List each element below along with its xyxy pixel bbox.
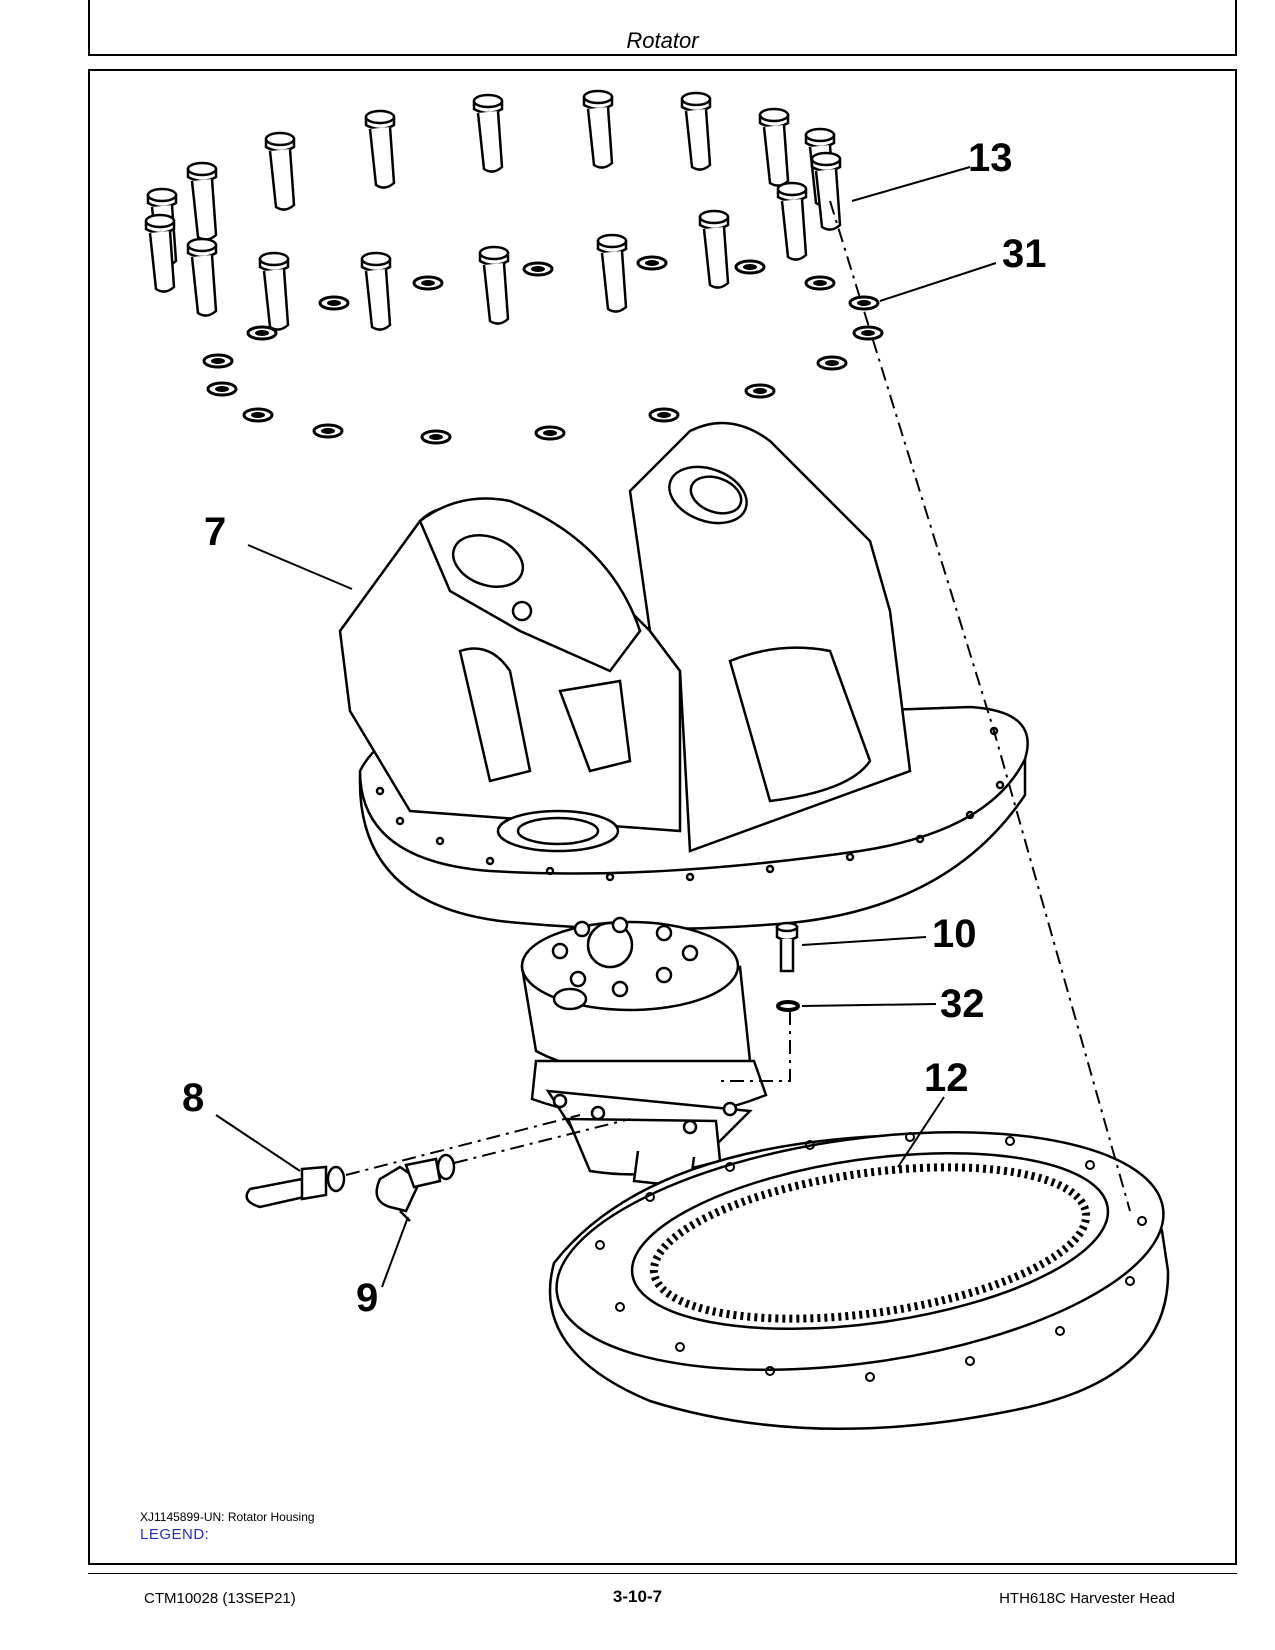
callout-31: 31: [1002, 232, 1047, 276]
footer-product: HTH618C Harvester Head: [999, 1590, 1175, 1607]
callout-labels: 13 31 7 10 32 12 8 9: [182, 136, 1047, 1320]
fitting-8: [245, 1165, 346, 1209]
ring-gear: [548, 1130, 1170, 1431]
rotator-housing: [338, 421, 1029, 931]
bolt-set-13: [144, 89, 842, 331]
callout-13: 13: [968, 136, 1013, 180]
rotator-housing-exploded-view: 13 31 7 10 32 12 8 9: [144, 89, 1170, 1431]
page-header: Rotator: [88, 0, 1237, 56]
figure-caption: XJ1145899-UN: Rotator Housing: [140, 1510, 315, 1524]
callout-9: 9: [356, 1276, 378, 1320]
alignment-lines: [345, 200, 1131, 1212]
legend-label: LEGEND:: [140, 1526, 210, 1543]
footer-divider: [88, 1573, 1237, 1574]
figure-frame: 13 31 7 10 32 12 8 9: [88, 69, 1237, 1565]
fitting-9: [375, 1153, 456, 1222]
callout-7: 7: [204, 510, 226, 554]
section-title: Rotator: [626, 28, 699, 53]
callout-32: 32: [940, 982, 985, 1026]
motor-bolt-10: [775, 921, 799, 973]
footer-page-number: 3-10-7: [612, 1587, 663, 1606]
footer-doc-id: CTM10028 (13SEP21): [144, 1590, 296, 1607]
callout-10: 10: [932, 912, 977, 956]
hydraulic-motor: [520, 916, 768, 1189]
callout-8: 8: [182, 1076, 204, 1120]
callout-12: 12: [924, 1056, 969, 1100]
motor-washer-32: [776, 1000, 800, 1012]
washer-set-31: [202, 255, 884, 445]
leader-lines: [215, 166, 997, 1288]
